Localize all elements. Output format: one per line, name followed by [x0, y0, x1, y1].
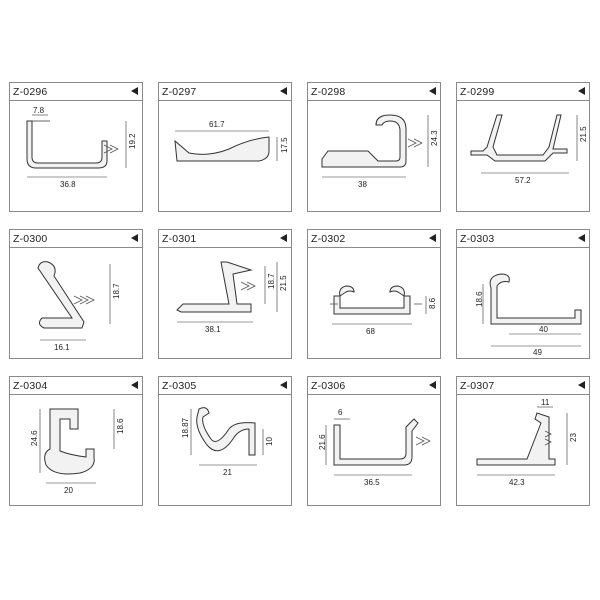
profile-card-z0302: Z-0302 8.6 68: [307, 229, 441, 359]
profile-code: Z-0306: [311, 380, 346, 392]
triangle-left-icon: [131, 381, 138, 389]
profile-drawing: 18.87 10 21: [181, 407, 274, 477]
card-header: Z-0296: [10, 83, 142, 101]
dim-label: 18.7: [267, 273, 276, 289]
profile-drawing: 21.5 57.2: [470, 114, 588, 185]
dim-label: 36.5: [364, 478, 380, 487]
profile-drawing: 6 21.6 36.5: [318, 408, 431, 487]
triangle-left-icon: [131, 87, 138, 95]
dim-label: 21.5: [579, 126, 588, 142]
card-header: Z-0305: [159, 377, 291, 395]
triangle-left-icon: [429, 87, 436, 95]
card-header: Z-0306: [308, 377, 440, 395]
dim-label: 49: [533, 348, 542, 357]
profile-code: Z-0303: [460, 233, 495, 245]
dim-label: 8.6: [428, 297, 437, 309]
profile-drawing: 18.7 16.1: [37, 261, 121, 352]
profile-code: Z-0300: [13, 233, 48, 245]
profile-card-z0299: Z-0299 21.5 57.2: [456, 82, 590, 212]
dim-label: 18.7: [112, 283, 121, 299]
dim-label: 23: [569, 433, 578, 442]
dim-label: 21.6: [318, 434, 327, 450]
dim-label: 38: [358, 180, 367, 189]
triangle-left-icon: [578, 87, 585, 95]
profile-code: Z-0304: [13, 380, 48, 392]
dim-label: 24.3: [430, 130, 439, 146]
card-header: Z-0303: [457, 230, 589, 248]
dim-label: 10: [265, 437, 274, 446]
triangle-left-icon: [280, 234, 287, 242]
dim-label: 18.6: [116, 418, 125, 434]
profile-code: Z-0302: [311, 233, 346, 245]
dim-label: 7.8: [33, 106, 45, 115]
dim-label: 57.2: [515, 176, 531, 185]
dim-label: 19.2: [128, 133, 137, 149]
dim-label: 18.6: [475, 291, 484, 307]
profile-card-z0300: Z-0300 18.7 16.1: [9, 229, 143, 359]
profile-code: Z-0305: [162, 380, 197, 392]
dim-label: 42.3: [509, 478, 525, 487]
dim-label: 17.5: [280, 137, 289, 153]
triangle-left-icon: [429, 234, 436, 242]
profile-card-z0296: Z-0296 7.8 19.2 36.8: [9, 82, 143, 212]
card-header: Z-0302: [308, 230, 440, 248]
dim-label: 16.1: [54, 343, 70, 352]
dim-label: 21: [223, 468, 232, 477]
profile-code: Z-0299: [460, 86, 495, 98]
profile-drawing: 8.6 68: [330, 285, 437, 336]
profile-code: Z-0301: [162, 233, 197, 245]
card-header: Z-0299: [457, 83, 589, 101]
card-header: Z-0307: [457, 377, 589, 395]
dim-label: 11: [541, 398, 550, 407]
dim-label: 18.87: [181, 417, 190, 438]
profile-code: Z-0297: [162, 86, 197, 98]
card-header: Z-0300: [10, 230, 142, 248]
dim-label: 6: [338, 408, 343, 417]
triangle-left-icon: [429, 381, 436, 389]
dim-label: 36.8: [60, 180, 76, 189]
profile-card-z0301: Z-0301 18.7 21.5 38.1: [158, 229, 292, 359]
profile-card-z0304: Z-0304 24.6 18.6 20: [9, 376, 143, 506]
profile-drawing: 18.7 21.5 38.1: [176, 261, 288, 334]
triangle-left-icon: [131, 234, 138, 242]
profile-card-z0303: Z-0303 18.6 40 49: [456, 229, 590, 359]
dim-label: 68: [366, 327, 375, 336]
triangle-left-icon: [578, 234, 585, 242]
dim-label: 20: [64, 486, 73, 495]
dim-label: 40: [539, 325, 548, 334]
triangle-left-icon: [280, 381, 287, 389]
triangle-left-icon: [280, 87, 287, 95]
card-header: Z-0297: [159, 83, 291, 101]
dim-label: 21.5: [279, 275, 288, 291]
triangle-left-icon: [578, 381, 585, 389]
profile-drawing: 18.6 40 49: [475, 273, 582, 357]
profile-drawing: 24.6 18.6 20: [30, 408, 125, 495]
profile-card-z0298: Z-0298 24.3 38: [307, 82, 441, 212]
profile-code: Z-0298: [311, 86, 346, 98]
profile-drawing: 7.8 19.2 36.8: [26, 106, 137, 189]
profile-code: Z-0307: [460, 380, 495, 392]
dim-label: 24.6: [30, 430, 39, 446]
card-header: Z-0298: [308, 83, 440, 101]
profile-card-z0297: Z-0297 61.7 17.5: [158, 82, 292, 212]
profile-card-z0307: Z-0307 11 23 42.3: [456, 376, 590, 506]
profile-code: Z-0296: [13, 86, 48, 98]
profile-drawing: 24.3 38: [321, 114, 439, 189]
profile-drawing: 11 23 42.3: [476, 398, 578, 487]
profile-card-z0306: Z-0306 6 21.6 36.5: [307, 376, 441, 506]
card-header: Z-0304: [10, 377, 142, 395]
dim-label: 61.7: [209, 120, 225, 129]
profile-drawing: 61.7 17.5: [174, 120, 289, 162]
card-header: Z-0301: [159, 230, 291, 248]
profile-card-z0305: Z-0305 18.87 10 21: [158, 376, 292, 506]
dim-label: 38.1: [205, 325, 221, 334]
